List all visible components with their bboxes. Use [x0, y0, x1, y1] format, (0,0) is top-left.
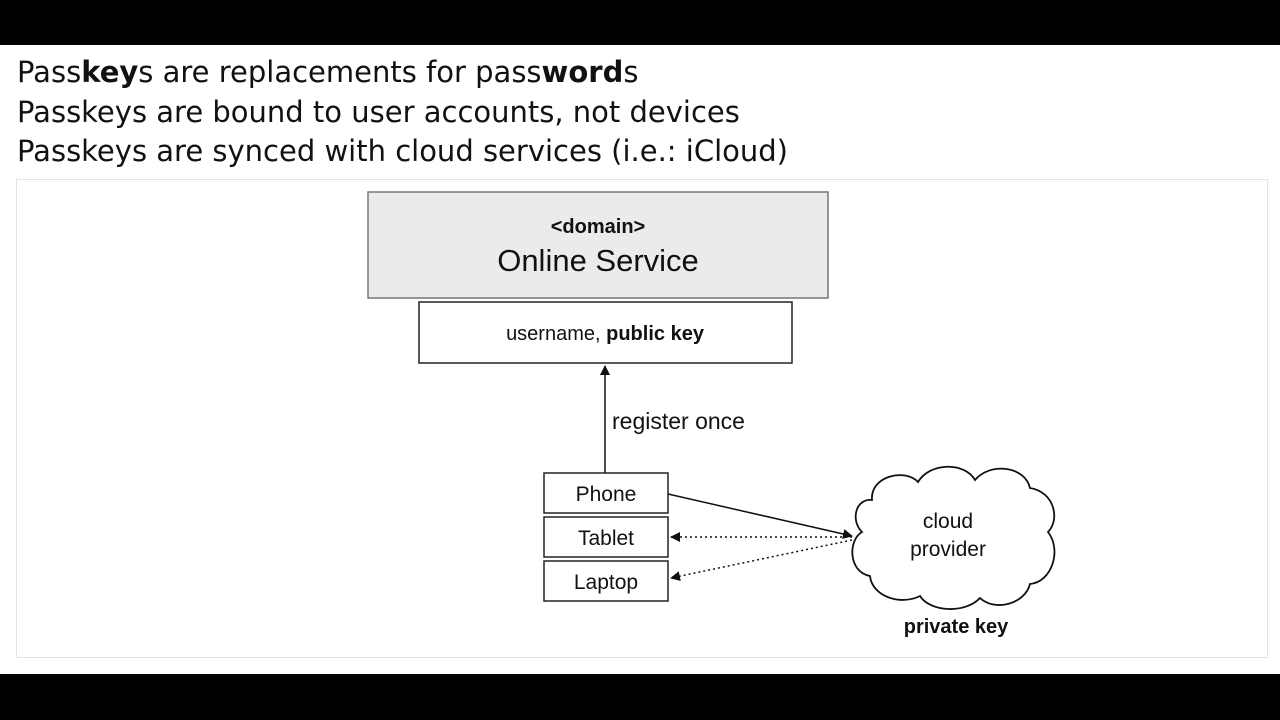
laptop-label: Laptop — [574, 571, 638, 594]
cloud-label-line2: provider — [910, 538, 986, 561]
bullet-line-1: Passkeys are replacements for passwords — [17, 53, 788, 93]
service-name-label: Online Service — [497, 243, 699, 278]
bullet-list: Passkeys are replacements for passwords … — [17, 53, 788, 172]
private-key-label: private key — [904, 616, 1009, 638]
bullet-line-2: Passkeys are bound to user accounts, not… — [17, 94, 740, 129]
service-domain-label: <domain> — [551, 216, 645, 238]
bullet-1-bold-word: word — [541, 55, 624, 89]
register-once-label: register once — [612, 408, 745, 434]
phone-box — [543, 472, 669, 514]
bullet-1-text-b: s are replacements for pass — [138, 55, 542, 89]
bullet-line-3: Passkeys are synced with cloud services … — [17, 134, 788, 168]
credential-label: username, public key — [506, 323, 705, 345]
phone-to-cloud-arrow — [667, 493, 853, 539]
phone-label: Phone — [576, 483, 637, 506]
credential-public-key: public key — [606, 323, 705, 345]
laptop-box — [543, 560, 669, 602]
bullet-1-bold-key: key — [81, 55, 139, 89]
credential-box — [418, 301, 793, 364]
cloud-shape — [851, 465, 1056, 610]
tablet-box — [543, 516, 669, 558]
cloud-label-line1: cloud — [923, 510, 973, 533]
credential-prefix: username, — [506, 323, 606, 345]
bullet-1-text-a: Pass — [17, 55, 82, 89]
tablet-label: Tablet — [578, 527, 634, 550]
cloud-to-laptop-arrow — [670, 539, 853, 582]
bullet-1-text-c: s — [623, 55, 639, 89]
online-service-box — [367, 191, 829, 299]
